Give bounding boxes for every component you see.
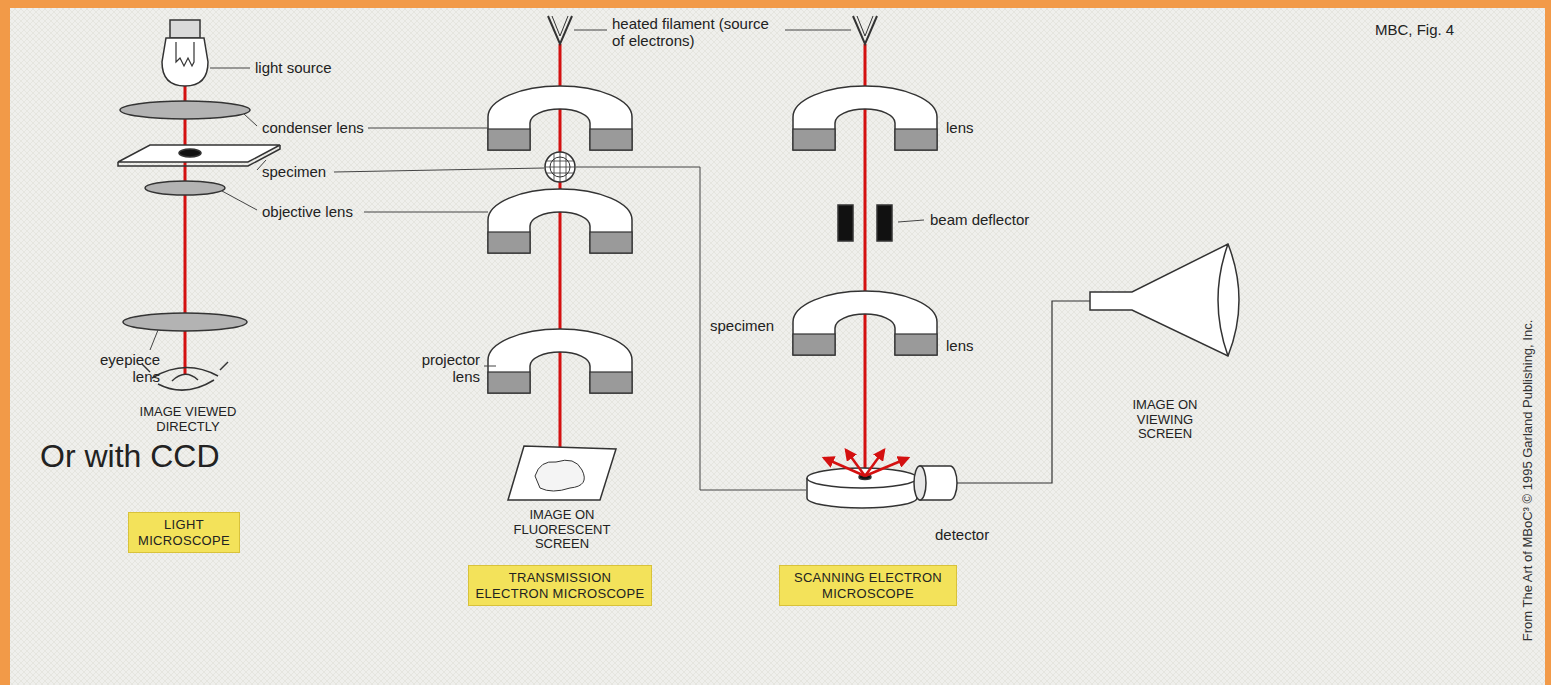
part-label: eyepiece lens: [88, 351, 160, 386]
part-label: specimen: [262, 163, 332, 180]
copyright-note: From The Art of MBoC³ © 1995 Garland Pub…: [1521, 300, 1536, 660]
microscope-name-band: TRANSMISSION ELECTRON MICROSCOPE: [468, 565, 652, 606]
panel-ground: [10, 8, 1545, 685]
part-label: objective lens: [262, 203, 362, 220]
microscope-name-band: SCANNING ELECTRON MICROSCOPE: [779, 565, 957, 606]
part-label: light source: [255, 59, 365, 76]
part-label: specimen: [710, 317, 790, 334]
figure-reference: MBC, Fig. 4: [1375, 21, 1495, 38]
output-label: IMAGE VIEWED DIRECTLY: [113, 405, 263, 435]
part-label: lens: [946, 119, 996, 136]
scanning-em-drawing: [793, 16, 1239, 508]
band-title: LIGHT MICROSCOPE: [135, 517, 233, 548]
part-label: condenser lens: [262, 119, 366, 136]
output-label: IMAGE ON FLUORESCENT SCREEN: [497, 508, 627, 553]
part-label: lens: [946, 337, 996, 354]
output-label: IMAGE ON VIEWING SCREEN: [1110, 398, 1220, 443]
part-label: projector lens: [404, 351, 480, 386]
part-label: beam deflector: [930, 211, 1050, 228]
part-label: detector: [935, 526, 1025, 543]
leader-lines: [150, 30, 924, 490]
band-title: TRANSMISSION ELECTRON MICROSCOPE: [475, 570, 645, 601]
band-title: SCANNING ELECTRON MICROSCOPE: [786, 570, 950, 601]
part-label: heated filament (source of electrons): [612, 15, 782, 50]
microscope-name-band: LIGHT MICROSCOPE: [128, 512, 240, 553]
note-text: Or with CCD: [40, 438, 300, 475]
transmission-em-drawing: [488, 16, 632, 500]
